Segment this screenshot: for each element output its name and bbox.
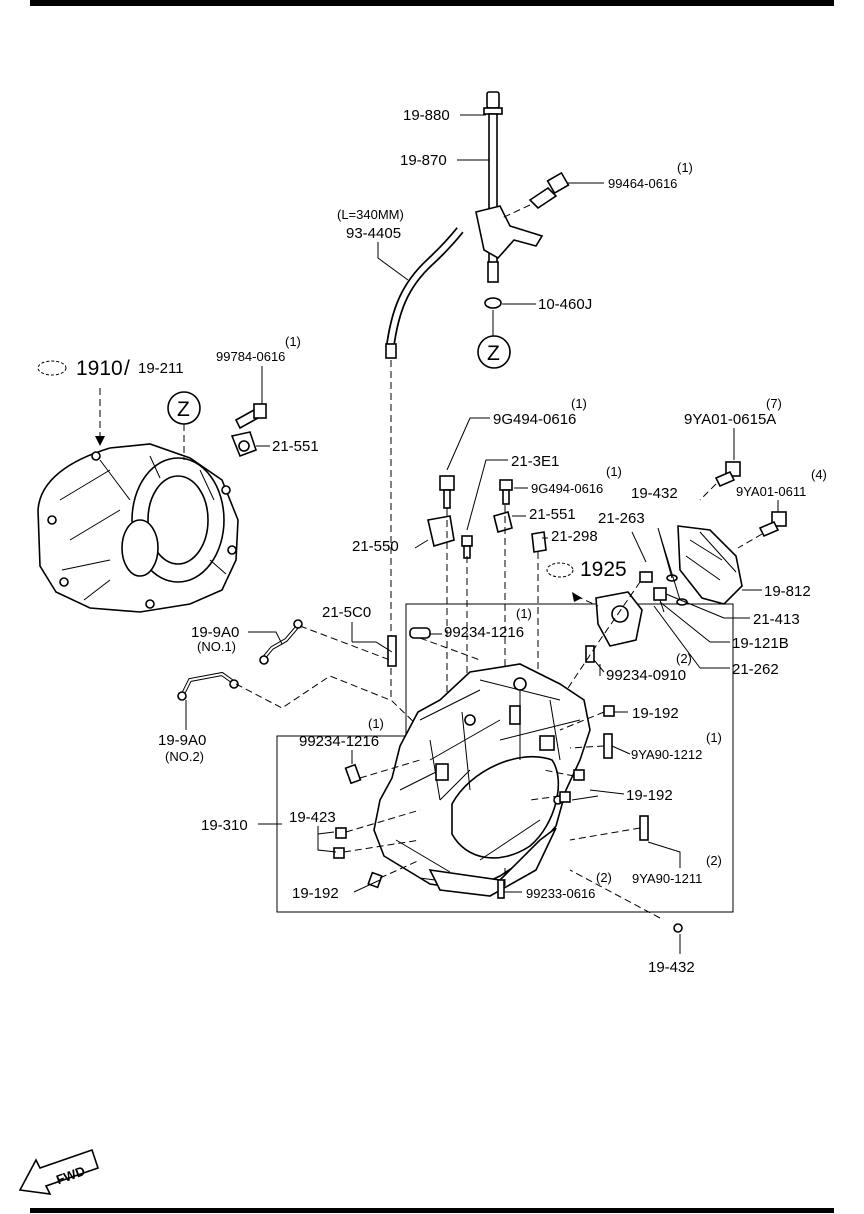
label-9ya90-1211: 9YA90-1211 [632,871,702,886]
label-slash: / [124,357,130,380]
label-9g494-b: 9G494-0616 [531,481,603,496]
side-cover-19-812 [666,461,787,606]
label-99784-0616: 99784-0616 [216,349,285,364]
label-9ya01-0615a: 9YA01-0615A [684,411,776,428]
top-border [30,0,834,6]
label-19-192-b: 19-192 [626,787,673,804]
bottom-border [30,1208,834,1213]
label-19-192-c: 19-192 [292,885,339,902]
label-99464-0616: 99464-0616 [608,176,677,191]
converter-housing [37,443,239,613]
label-99234-b-qty: (1) [368,716,384,731]
label-19-192-a: 19-192 [632,705,679,722]
label-9ya90-1212: 9YA90-1212 [631,747,702,762]
oil-pipes-19-9a0 [177,619,391,709]
label-21-551-b: 21-551 [529,506,576,523]
label-99233-qty: (2) [596,870,612,885]
label-99233-0616: 99233-0616 [526,886,595,901]
transmission-case-19-310 [373,663,591,897]
label-length: (L=340MM) [337,207,404,222]
label-99234-0910: 99234-0910 [606,667,686,684]
label-9ya01-a-qty: (7) [766,396,782,411]
label-10-460j: 10-460J [538,296,592,313]
label-9ya01-b-qty: (4) [811,467,827,482]
label-19-432-b: 19-432 [648,959,695,976]
label-9g494-b-qty: (1) [606,464,622,479]
label-21-298: 21-298 [551,528,598,545]
label-9g494-a-qty: (1) [571,396,587,411]
label-9ya01-0611: 9YA01-0611 [736,484,806,499]
dipstick-tube-93-4405 [385,227,464,729]
label-99464-qty: (1) [677,160,693,175]
label-99234-a-qty: (1) [516,606,532,621]
label-1925: 1925 [580,558,627,581]
label-21-263: 21-263 [598,510,645,527]
label-no1: (NO.1) [197,639,236,654]
label-9g494-a: 9G494-0616 [493,411,576,428]
label-19-121b: 19-121B [732,635,789,652]
label-21-5c0: 21-5C0 [322,604,371,621]
label-9ya90-a-qty: (1) [706,730,722,745]
label-99234-1216-a: 99234-1216 [444,624,524,641]
bolt-99464-0616 [501,171,570,219]
label-z-left: Z [177,398,190,421]
bolt-99784-0616 [230,366,270,458]
label-no2: (NO.2) [165,749,204,764]
label-19-423: 19-423 [289,809,336,826]
label-21-413: 21-413 [753,611,800,628]
label-99234-c-qty: (2) [676,651,692,666]
case-hardware [258,664,683,954]
label-9ya90-b-qty: (2) [706,853,722,868]
label-19-870: 19-870 [400,152,447,169]
label-19-880: 19-880 [403,107,450,124]
label-21-3e1: 21-3E1 [511,453,559,470]
label-19-9a0-no2: 19-9A0 [158,732,206,749]
label-z-top: Z [487,342,500,365]
label-19-310: 19-310 [201,817,248,834]
label-99234-1216-b: 99234-1216 [299,733,379,750]
label-21-551-a: 21-551 [272,438,319,455]
fwd-arrow-icon [18,1148,100,1195]
label-93-4405: 93-4405 [346,225,401,242]
label-19-9a0-no1: 19-9A0 [191,624,239,641]
control-valve-parts [546,527,725,701]
label-19-812: 19-812 [764,583,811,600]
label-19-432-a: 19-432 [631,485,678,502]
label-21-262: 21-262 [732,661,779,678]
label-19-211: 19-211 [138,360,184,377]
label-21-550: 21-550 [352,538,399,555]
label-1910: 1910 [76,357,123,380]
label-99784-qty: (1) [285,334,301,349]
dipstick-assembly [475,91,544,369]
ref-1910-icon [37,360,67,376]
